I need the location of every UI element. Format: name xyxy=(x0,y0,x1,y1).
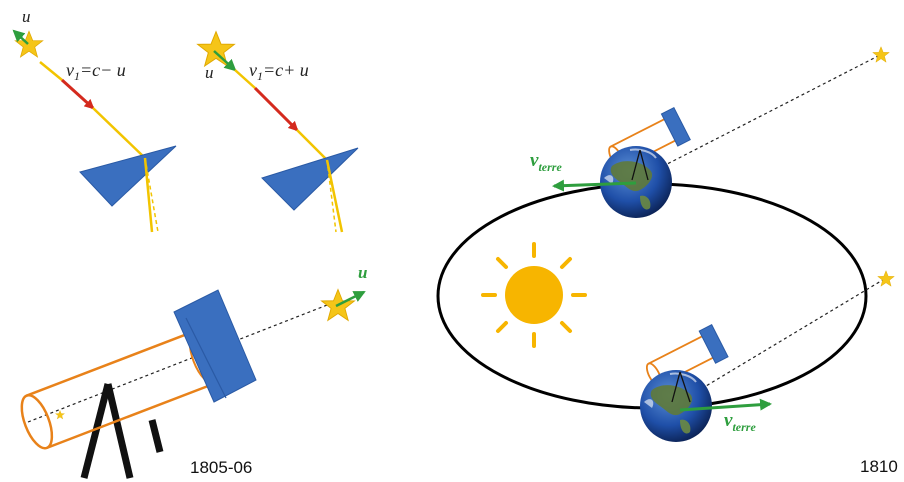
tripod-leg xyxy=(148,419,164,453)
star-velocity-arrow xyxy=(213,50,237,72)
prism xyxy=(261,147,359,211)
prism-edge xyxy=(185,317,227,399)
star-velocity-arrow xyxy=(335,290,366,308)
year-label: 1805-06 xyxy=(190,458,252,477)
panel-approaching-star: u v1=c+ u xyxy=(197,31,359,233)
velocity-label-u: u xyxy=(22,7,31,26)
earth-icon xyxy=(600,146,672,218)
light-ray xyxy=(296,129,328,161)
light-ray xyxy=(234,69,256,89)
year-label: 1810 xyxy=(860,457,898,476)
light-speed-arrow xyxy=(60,78,95,110)
panel-orbit-1810: vterre vterre 1810 xyxy=(436,46,898,476)
distant-star-icon xyxy=(872,46,890,63)
tripod-leg xyxy=(671,371,681,403)
equation-label: v1=c+ u xyxy=(249,60,309,83)
panel-receding-star: u v1=c− u xyxy=(12,7,177,233)
tripod-leg xyxy=(631,149,641,181)
star-icon xyxy=(197,31,235,67)
velocity-label-u: u xyxy=(205,63,214,82)
refracted-ray-reference xyxy=(326,159,337,233)
tripod-leg xyxy=(639,149,649,181)
velocity-label-u: u xyxy=(358,263,367,282)
star-image-icon xyxy=(55,410,65,420)
refracted-ray-reference xyxy=(144,157,159,233)
earth-orbit xyxy=(436,182,868,410)
sun-icon xyxy=(481,242,587,348)
line-of-sight xyxy=(675,277,887,405)
star-velocity-arrow xyxy=(12,29,29,45)
distant-star-icon xyxy=(877,270,895,287)
earth-velocity-label: vterre xyxy=(724,410,756,434)
panel-telescope-1805: u 1805-06 xyxy=(20,263,367,479)
refracted-ray xyxy=(143,157,154,233)
telescope-top xyxy=(608,106,691,170)
light-speed-arrow xyxy=(253,86,299,132)
earth-icon xyxy=(640,370,712,442)
tripod-leg xyxy=(104,383,134,479)
earth-velocity-arrow xyxy=(679,398,772,412)
line-of-sight xyxy=(27,299,341,423)
tripod-leg xyxy=(679,371,691,403)
tripod-leg xyxy=(80,383,112,479)
light-ray xyxy=(92,107,146,159)
earth-velocity-label: vterre xyxy=(530,150,562,174)
earth-velocity-arrow xyxy=(552,179,637,192)
prism xyxy=(79,145,177,207)
light-ray xyxy=(39,61,63,81)
refracted-ray xyxy=(325,159,344,233)
line-of-sight xyxy=(635,53,883,181)
objective-prism xyxy=(173,289,257,403)
equation-label: v1=c− u xyxy=(66,60,126,83)
